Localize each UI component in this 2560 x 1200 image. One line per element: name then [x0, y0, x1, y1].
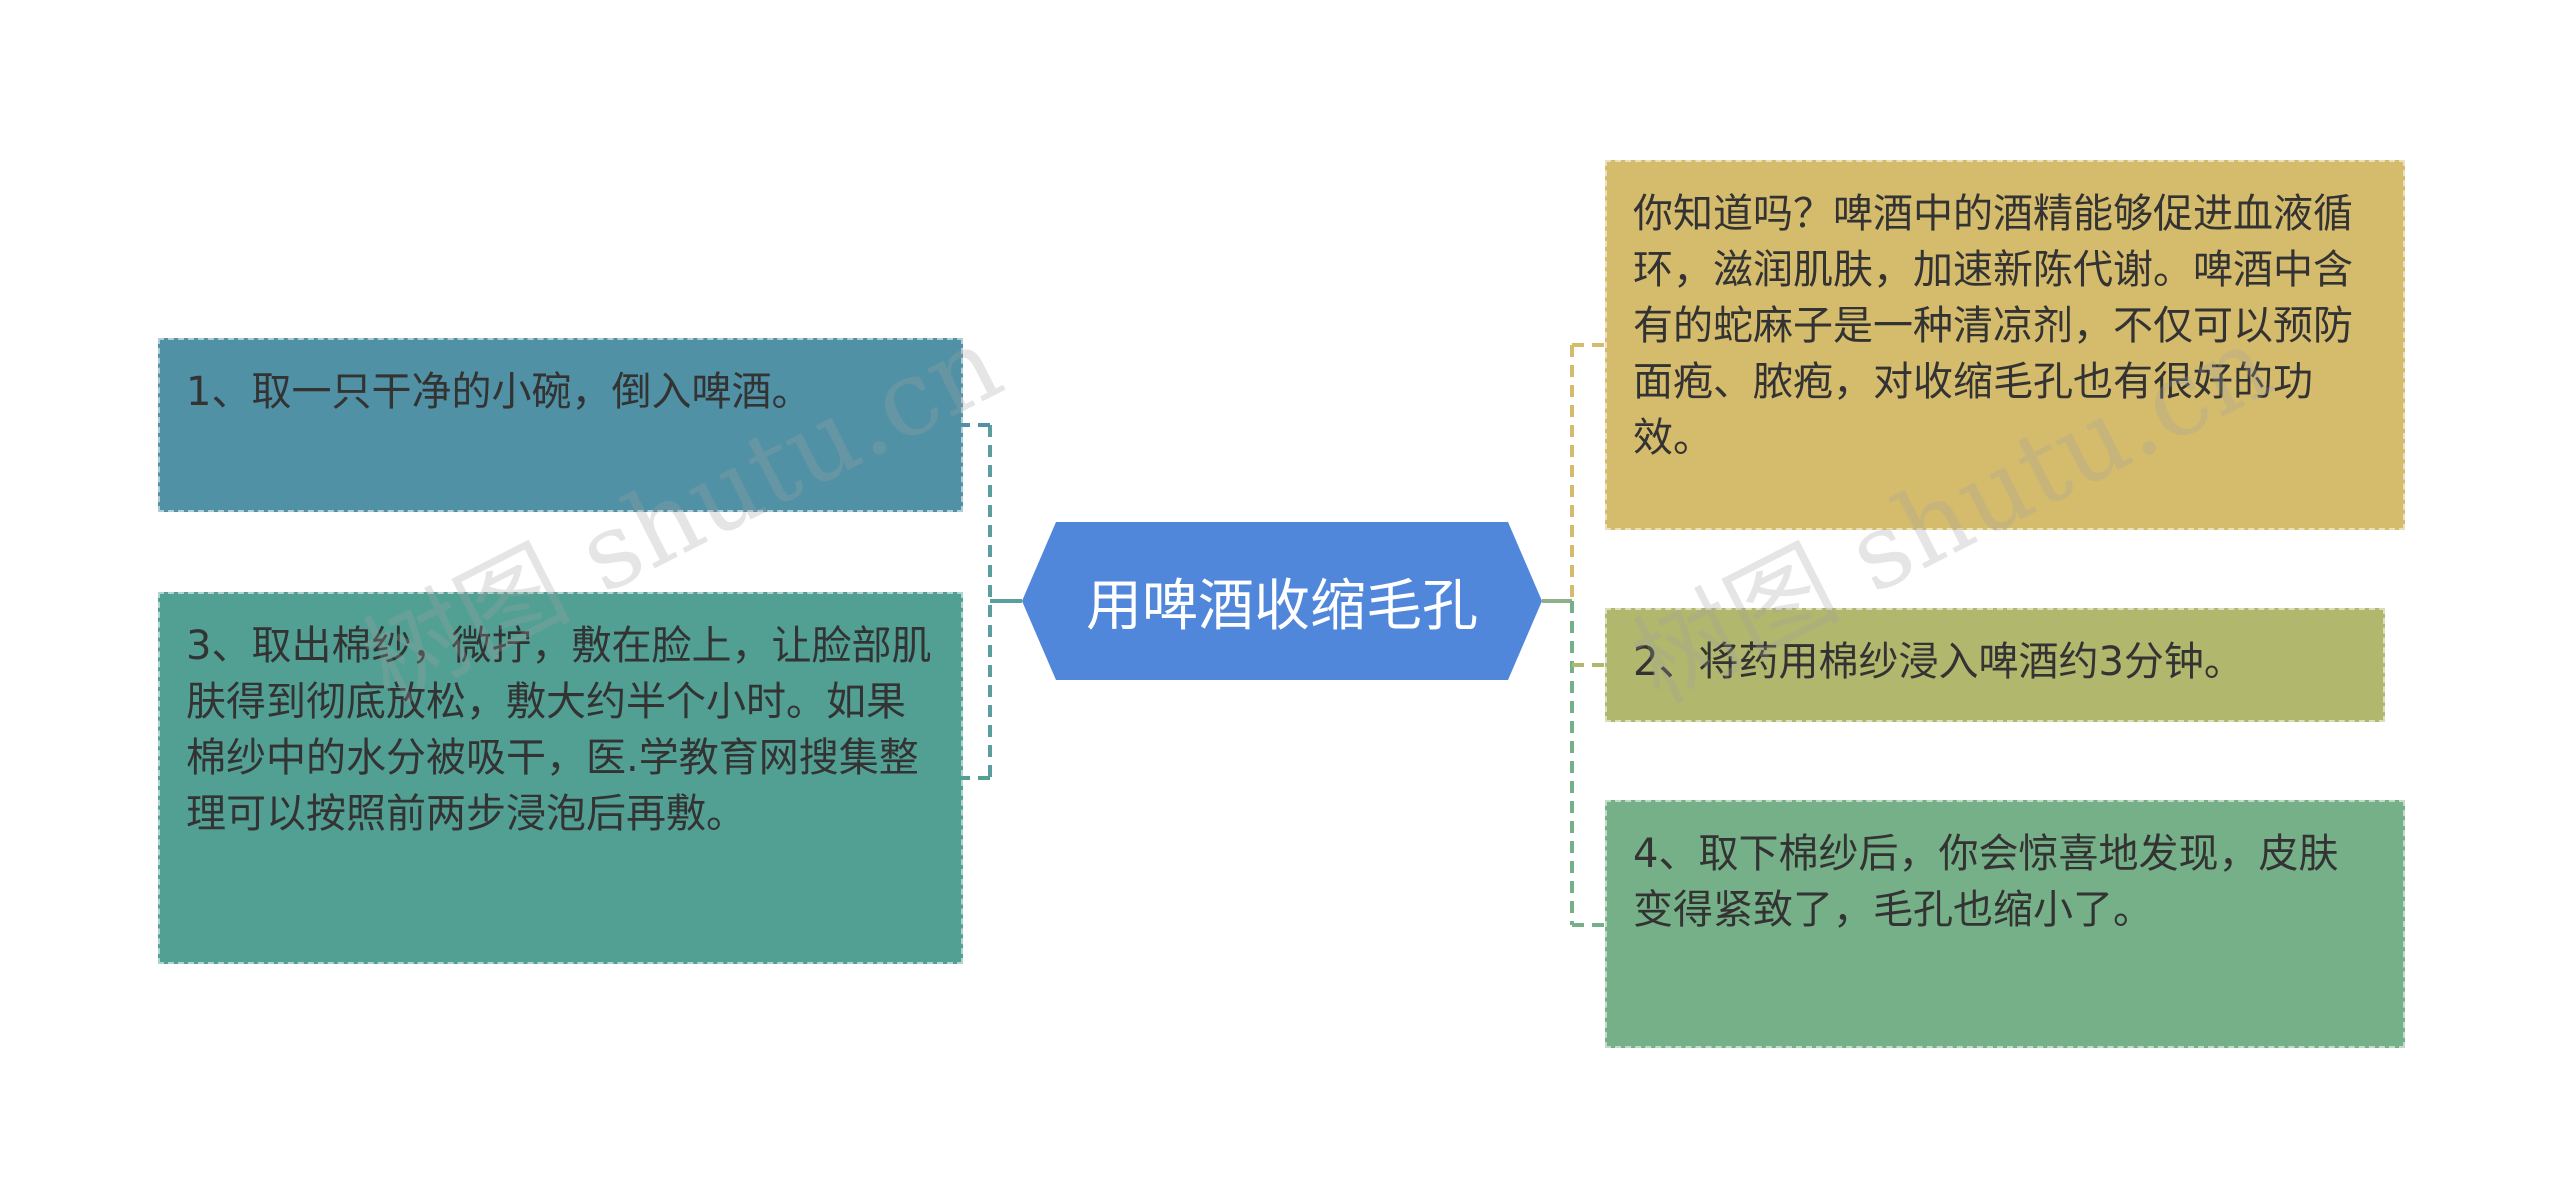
intro-node[interactable]: 你知道吗？啤酒中的酒精能够促进血液循环，滋润肌肤，加速新陈代谢。啤酒中含有的蛇麻…	[1605, 160, 2405, 530]
step-4-text: 4、取下棉纱后，你会惊喜地发现，皮肤变得紧致了，毛孔也缩小了。	[1633, 831, 2339, 933]
step-3-text: 3、取出棉纱，微拧，敷在脸上，让脸部肌肤得到彻底放松，敷大约半个小时。如果棉纱中…	[186, 623, 932, 837]
step-4-node[interactable]: 4、取下棉纱后，你会惊喜地发现，皮肤变得紧致了，毛孔也缩小了。	[1605, 800, 2405, 1048]
step-1-text: 1、取一只干净的小碗，倒入啤酒。	[186, 369, 812, 415]
central-topic-label: 用啤酒收缩毛孔	[1086, 573, 1478, 639]
step-3-node[interactable]: 3、取出棉纱，微拧，敷在脸上，让脸部肌肤得到彻底放松，敷大约半个小时。如果棉纱中…	[158, 592, 963, 964]
central-topic-hexagon	[1022, 522, 1542, 680]
central-topic-shape	[1022, 522, 1542, 680]
step-2-node[interactable]: 2、将药用棉纱浸入啤酒约3分钟。	[1605, 608, 2385, 722]
intro-text: 你知道吗？啤酒中的酒精能够促进血液循环，滋润肌肤，加速新陈代谢。啤酒中含有的蛇麻…	[1633, 191, 2353, 461]
step-1-node[interactable]: 1、取一只干净的小碗，倒入啤酒。	[158, 338, 963, 512]
step-2-text: 2、将药用棉纱浸入啤酒约3分钟。	[1633, 639, 2244, 685]
central-topic[interactable]: 用啤酒收缩毛孔	[1022, 522, 1542, 680]
